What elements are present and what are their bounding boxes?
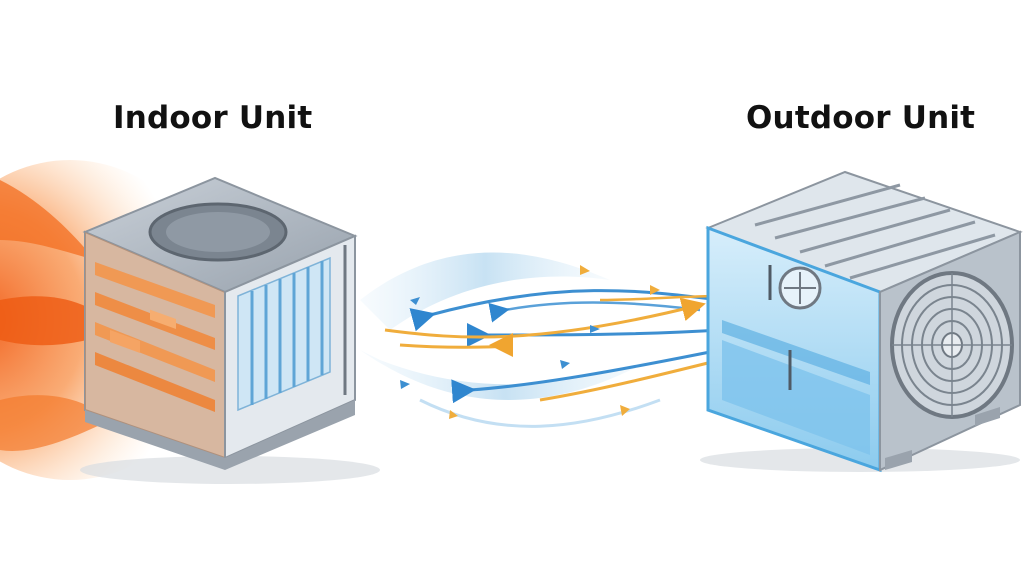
fan-icon — [890, 271, 1014, 419]
airflow — [360, 252, 746, 428]
heat-flame-1 — [0, 180, 95, 260]
air-particles — [400, 265, 660, 419]
indoor-top-vent-inner — [166, 212, 270, 252]
outdoor-foot-left — [885, 450, 912, 470]
air-swirl-2 — [360, 350, 650, 400]
outdoor-unit — [700, 170, 1023, 473]
indoor-heated-shelves — [95, 262, 215, 412]
outdoor-inner-shelf — [722, 320, 870, 385]
heat-flame-3 — [0, 395, 110, 451]
cool-arrow-3 — [451, 348, 721, 404]
indoor-coil — [237, 256, 331, 412]
indoor-heat-overlay — [85, 232, 225, 458]
cool-arrow-4 — [488, 301, 701, 323]
outdoor-inner-tray — [722, 340, 870, 455]
air-swirl-1 — [360, 252, 610, 330]
outdoor-unit-label: Outdoor Unit — [746, 100, 976, 136]
inner-fan-icon — [778, 266, 822, 310]
indoor-unit — [0, 160, 380, 484]
indoor-base — [85, 400, 355, 470]
warm-arrow-2 — [399, 333, 514, 358]
outdoor-top-grille — [754, 183, 996, 280]
indoor-shadow — [80, 456, 380, 484]
indoor-unit-label: Indoor Unit — [113, 100, 313, 136]
outdoor-foot-right — [975, 407, 1000, 426]
